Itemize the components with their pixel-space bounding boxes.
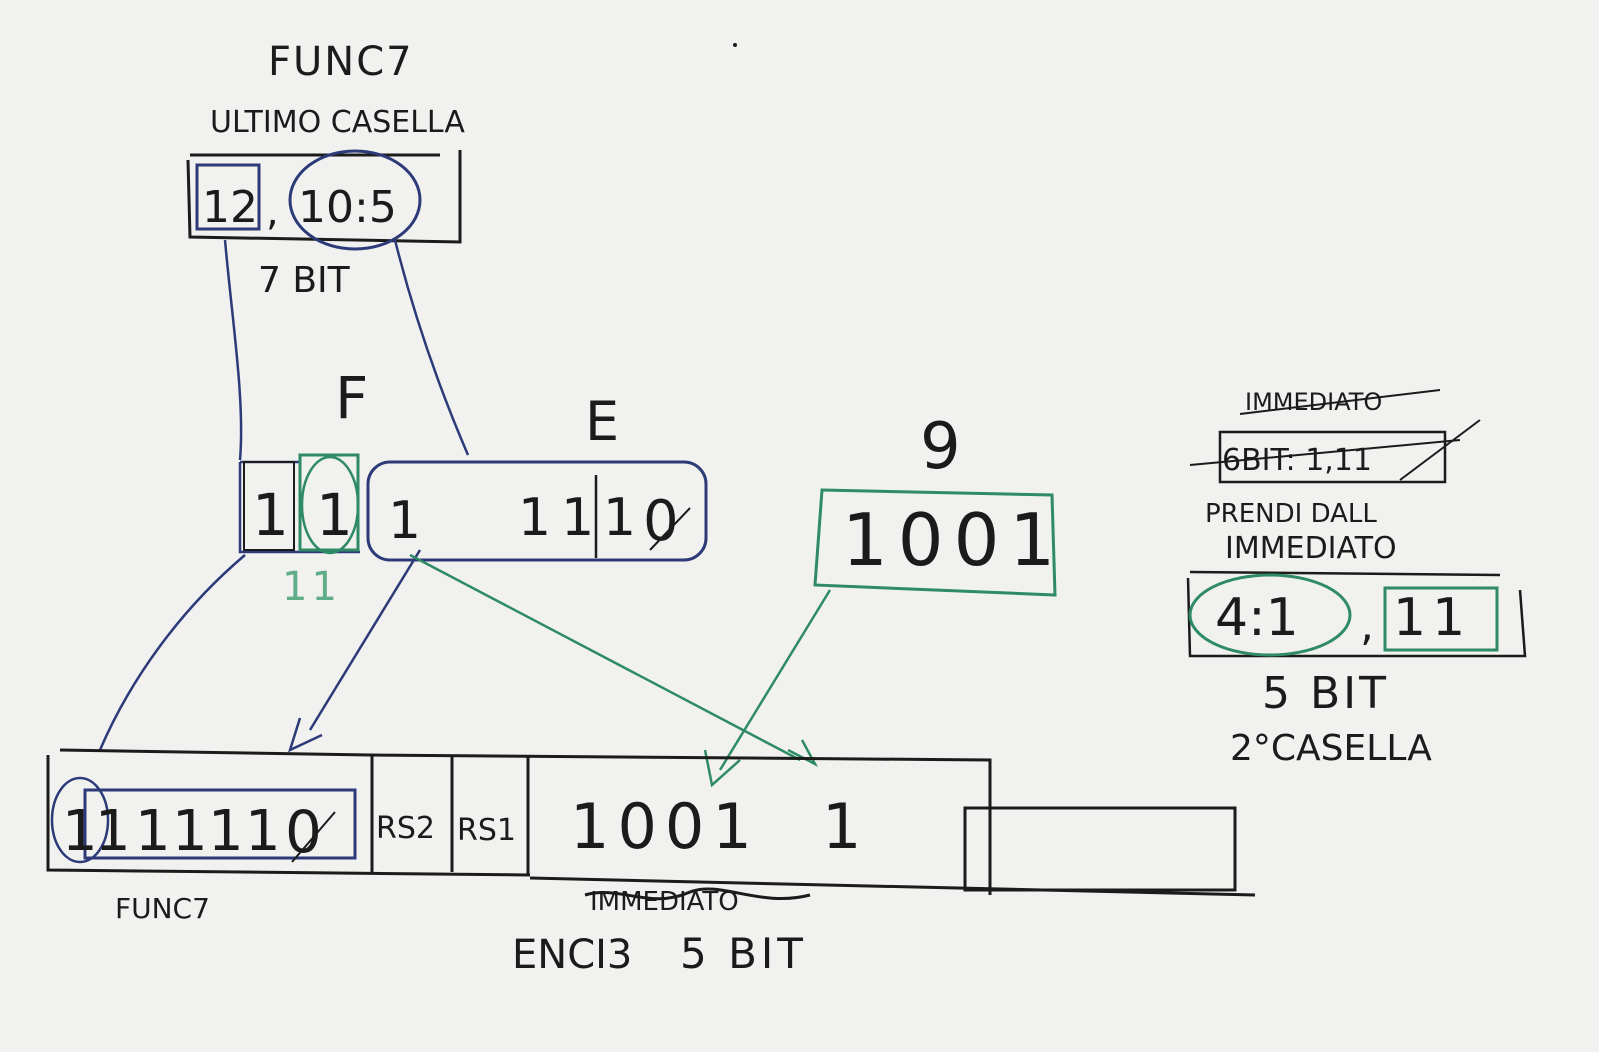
imm-note: IMMEDIATO 6BIT: 1,11 PRENDI DALL IMMEDIA… xyxy=(1186,388,1527,769)
func7-size-label: 7 BIT xyxy=(258,260,351,301)
middle-bit-e: 1 xyxy=(603,488,636,548)
imm-sep: , xyxy=(1360,600,1374,651)
func7-cell-a-frame xyxy=(195,163,261,231)
bottom-struck-note: IMMEDIATO xyxy=(590,887,739,917)
func7-bit: 1 xyxy=(245,799,281,864)
nine-box-value: 1001 xyxy=(842,498,1065,582)
connector-12-to-middle xyxy=(223,239,243,461)
func7-bit: 1 xyxy=(135,799,171,864)
label-e: E xyxy=(585,390,619,453)
func7-field-frame xyxy=(83,788,357,860)
func7-cell-a: 12 xyxy=(202,182,258,233)
middle-under-note: 11 xyxy=(282,564,341,610)
rs2-label: RS2 xyxy=(376,811,435,846)
func7-title: FUNC7 xyxy=(268,39,414,85)
middle-bits-d: 11 xyxy=(518,488,604,548)
func7-bit: 1 xyxy=(62,799,98,864)
arrowhead-e-to-last xyxy=(787,739,819,767)
func7-field-msb-circle xyxy=(50,776,110,864)
func7-cell-b-circle xyxy=(288,149,422,251)
arrow-9-to-bottom xyxy=(718,589,832,771)
bottom-struck-scribble xyxy=(584,887,811,901)
imm-line1: PRENDI DALL xyxy=(1205,499,1377,529)
func7-bottom-label: FUNC7 xyxy=(115,892,210,925)
func7-bit: 1 xyxy=(208,799,244,864)
middle-bits-c: 1 xyxy=(388,491,421,551)
middle-cell-a xyxy=(243,461,295,551)
label-9: 9 xyxy=(920,410,961,484)
func7-field-bits: 1 1 1 1 1 1 0 xyxy=(62,798,336,866)
bottom-empty-cell xyxy=(963,806,1237,892)
middle-register: 1 1 1 11 1 0 xyxy=(238,453,708,562)
arrowhead-9-to-bottom xyxy=(703,749,741,788)
arrow-e-to-last xyxy=(409,553,801,762)
imm-cell-a: 4:1 xyxy=(1215,588,1299,648)
arrowhead-e-to-func7 xyxy=(287,717,323,753)
arrow-e-to-func7 xyxy=(308,549,422,731)
func7-cell-b: 10:5 xyxy=(298,182,397,233)
func7-bit: 1 xyxy=(95,799,131,864)
bottom-value-bits: 1001 xyxy=(570,790,760,863)
paper-dot xyxy=(733,43,737,47)
imm-cell-b-frame xyxy=(1383,586,1499,652)
imm-cell-b: 11 xyxy=(1393,588,1471,648)
middle-bit-f: 0 xyxy=(643,489,679,554)
middle-bit-b: 1 xyxy=(316,481,353,549)
middle-bit-a: 1 xyxy=(252,481,289,549)
rs1-label: RS1 xyxy=(457,813,516,848)
func7-bit: 1 xyxy=(172,799,208,864)
label-f: F xyxy=(335,364,368,432)
bottom-size-label-b: 5 BIT xyxy=(680,929,807,978)
bottom-last-bit: 1 xyxy=(822,790,861,863)
imm-size: 5 BIT xyxy=(1262,668,1389,719)
bottom-register: 1 1 1 1 1 1 0 RS2 RS1 1001 1 xyxy=(46,748,1256,897)
middle-cell-b-circle xyxy=(300,455,360,555)
imm-cell-a-circle xyxy=(1188,573,1352,657)
func7-subtitle: ULTIMO CASELLA xyxy=(210,105,465,140)
nine-box: 1001 xyxy=(813,488,1065,597)
func7-top-box: 12 , 10:5 xyxy=(186,149,462,251)
arrow-func7-bracket xyxy=(98,554,246,751)
imm-position: 2°CASELLA xyxy=(1230,728,1432,769)
func7-sep: , xyxy=(266,189,279,235)
middle-cell-c-frame xyxy=(366,460,708,562)
bottom-size-label-a: ENCI3 xyxy=(512,932,632,978)
func7-bit: 0 xyxy=(285,798,322,866)
imm-line2: IMMEDIATO xyxy=(1225,531,1397,566)
connector-10-5-to-middle xyxy=(393,239,470,456)
